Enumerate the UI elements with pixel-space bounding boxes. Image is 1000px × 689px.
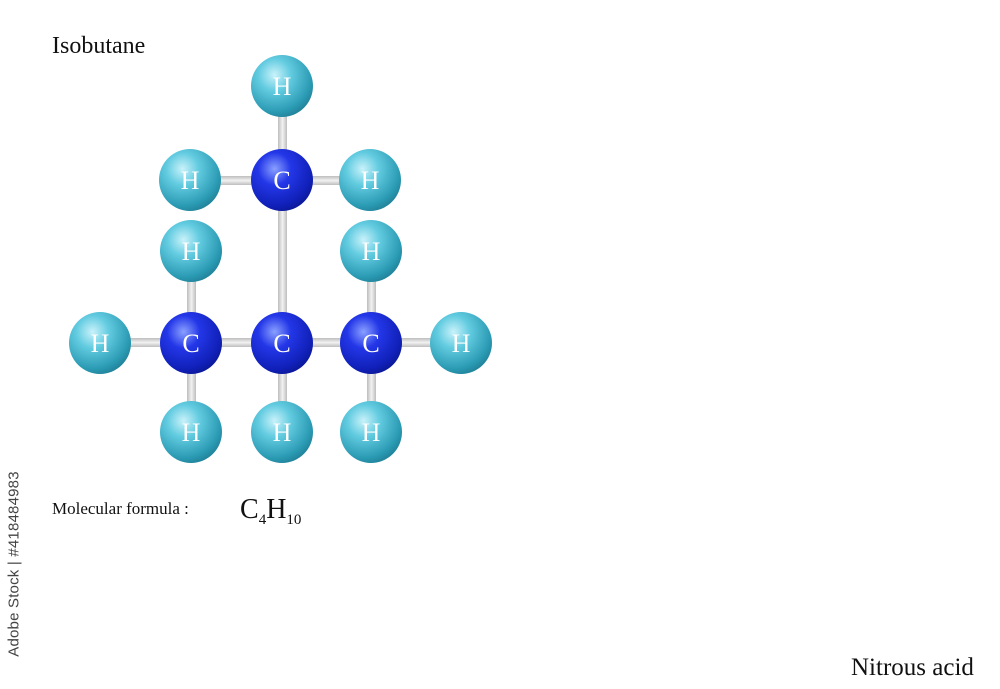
svg-text:H: H [91, 329, 110, 358]
svg-text:H: H [182, 237, 201, 266]
svg-text:H: H [182, 418, 201, 447]
atoms: H H C H H H H C [69, 55, 492, 463]
bond-top-c-to-right-h [308, 176, 353, 185]
svg-text:C: C [273, 166, 290, 195]
hydrogen-atom-far-right: H [430, 312, 492, 374]
bond-left-h-to-top-c [212, 176, 257, 185]
carbon-atom-right: C [340, 312, 402, 374]
formula-element-carbon: C [240, 494, 259, 525]
carbon-atom-top: C [251, 149, 313, 211]
svg-text:H: H [362, 237, 381, 266]
formula-count-carbon: 4 [258, 512, 267, 528]
bond-top-c-to-center-c [278, 195, 287, 321]
bond-center-c-to-right-c [305, 338, 349, 347]
bond-far-left-h-to-left-c [122, 338, 167, 347]
svg-text:C: C [182, 329, 199, 358]
svg-text:H: H [273, 418, 292, 447]
bond-right-c-up-h [367, 265, 376, 323]
formula-count-hydrogen: 10 [286, 512, 302, 528]
svg-text:C: C [362, 329, 379, 358]
stock-watermark: Adobe Stock | #418484983 [4, 448, 24, 680]
carbon-atom-center: C [251, 312, 313, 374]
bond-right-c-to-far-right-h [396, 338, 441, 347]
bond-left-c-down-h [187, 368, 196, 412]
hydrogen-atom-far-left: H [69, 312, 131, 374]
svg-text:H: H [273, 72, 292, 101]
hydrogen-atom-bottom-left: H [160, 401, 222, 463]
hydrogen-atom-upper-left: H [159, 149, 221, 211]
svg-text:H: H [452, 329, 471, 358]
bond-right-c-down-h [367, 368, 376, 412]
hydrogen-atom-upper-right: H [339, 149, 401, 211]
bond-left-c-up-h [187, 265, 196, 323]
formula-element-hydrogen: H [266, 494, 287, 525]
footer-label: Nitrous acid [851, 654, 974, 681]
bond-center-c-down-h [278, 368, 287, 412]
molecular-formula-value: C4H10 [240, 494, 301, 528]
diagram-title: Isobutane [52, 33, 146, 59]
hydrogen-atom-bottom-right: H [340, 401, 402, 463]
hydrogen-atom-bottom-center: H [251, 401, 313, 463]
hydrogen-atom-mid-left: H [160, 220, 222, 282]
bonds [122, 112, 441, 412]
bond-left-c-to-center-c [215, 338, 259, 347]
svg-text:C: C [273, 329, 290, 358]
molecular-formula-label: Molecular formula : [52, 499, 189, 518]
svg-text:H: H [181, 166, 200, 195]
svg-text:H: H [361, 166, 380, 195]
carbon-atom-left: C [160, 312, 222, 374]
bond-top-h-to-top-c [278, 112, 287, 168]
svg-text:H: H [362, 418, 381, 447]
hydrogen-atom-mid-right: H [340, 220, 402, 282]
stock-watermark-text: Adobe Stock | #418484983 [5, 471, 23, 657]
hydrogen-atom-top: H [251, 55, 313, 117]
